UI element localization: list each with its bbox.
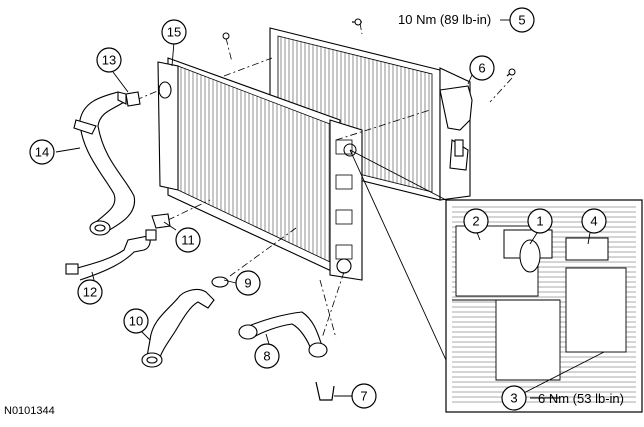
figure-code: N0101344 (4, 405, 55, 417)
callout-10: 10 (123, 308, 149, 334)
callout-5-label: 5 (518, 13, 525, 28)
callout-1-label: 1 (536, 214, 543, 229)
hose-clip-7 (315, 381, 335, 401)
callout-8: 8 (254, 343, 280, 369)
callout-11: 11 (175, 227, 201, 253)
callout-8-label: 8 (263, 349, 270, 364)
callout-4-label: 4 (590, 214, 597, 229)
leader-lines (55, 19, 605, 399)
callout-3-label: 3 (510, 391, 517, 406)
callout-2: 2 (463, 208, 489, 234)
callout-12: 12 (77, 279, 103, 305)
callout-7: 7 (351, 383, 377, 409)
upper-radiator-hose (73, 91, 136, 236)
detail-inset (445, 199, 643, 413)
alignment-lines (135, 22, 513, 339)
radiator (157, 57, 363, 281)
degas-hose (65, 229, 157, 281)
callout-12-label: 12 (83, 285, 97, 300)
callout-6: 6 (469, 55, 495, 81)
callout-15-label: 15 (167, 25, 181, 40)
clip-11 (151, 213, 171, 229)
callout-7-label: 7 (360, 389, 367, 404)
callout-3: 3 (501, 385, 527, 411)
callout-4: 4 (581, 208, 607, 234)
callout-9: 9 (235, 270, 261, 296)
outlet-hose (238, 311, 328, 358)
callout-1: 1 (527, 208, 553, 234)
callout-13-label: 13 (102, 53, 116, 68)
callout-2-label: 2 (472, 214, 479, 229)
inset-leader (349, 149, 447, 361)
clamp-13 (117, 91, 141, 107)
torque-spec-inset: 6 Nm (53 lb-in) (538, 391, 624, 406)
callout-6-label: 6 (478, 61, 485, 76)
bolt-6 (506, 68, 516, 77)
callout-10-label: 10 (129, 314, 143, 329)
torque-spec-upper: 10 Nm (89 lb-in) (398, 12, 491, 27)
clamp-9 (211, 276, 229, 288)
bolt-5 (352, 18, 362, 26)
callout-14: 14 (29, 139, 55, 165)
callout-14-label: 14 (35, 145, 49, 160)
callout-11-label: 11 (181, 233, 195, 248)
callout-5: 5 (509, 7, 535, 33)
lower-radiator-hose (141, 289, 215, 368)
callout-15: 15 (161, 19, 187, 45)
callout-9-label: 9 (244, 276, 251, 291)
bolt-upper-left (222, 32, 230, 40)
callout-13: 13 (96, 47, 122, 73)
